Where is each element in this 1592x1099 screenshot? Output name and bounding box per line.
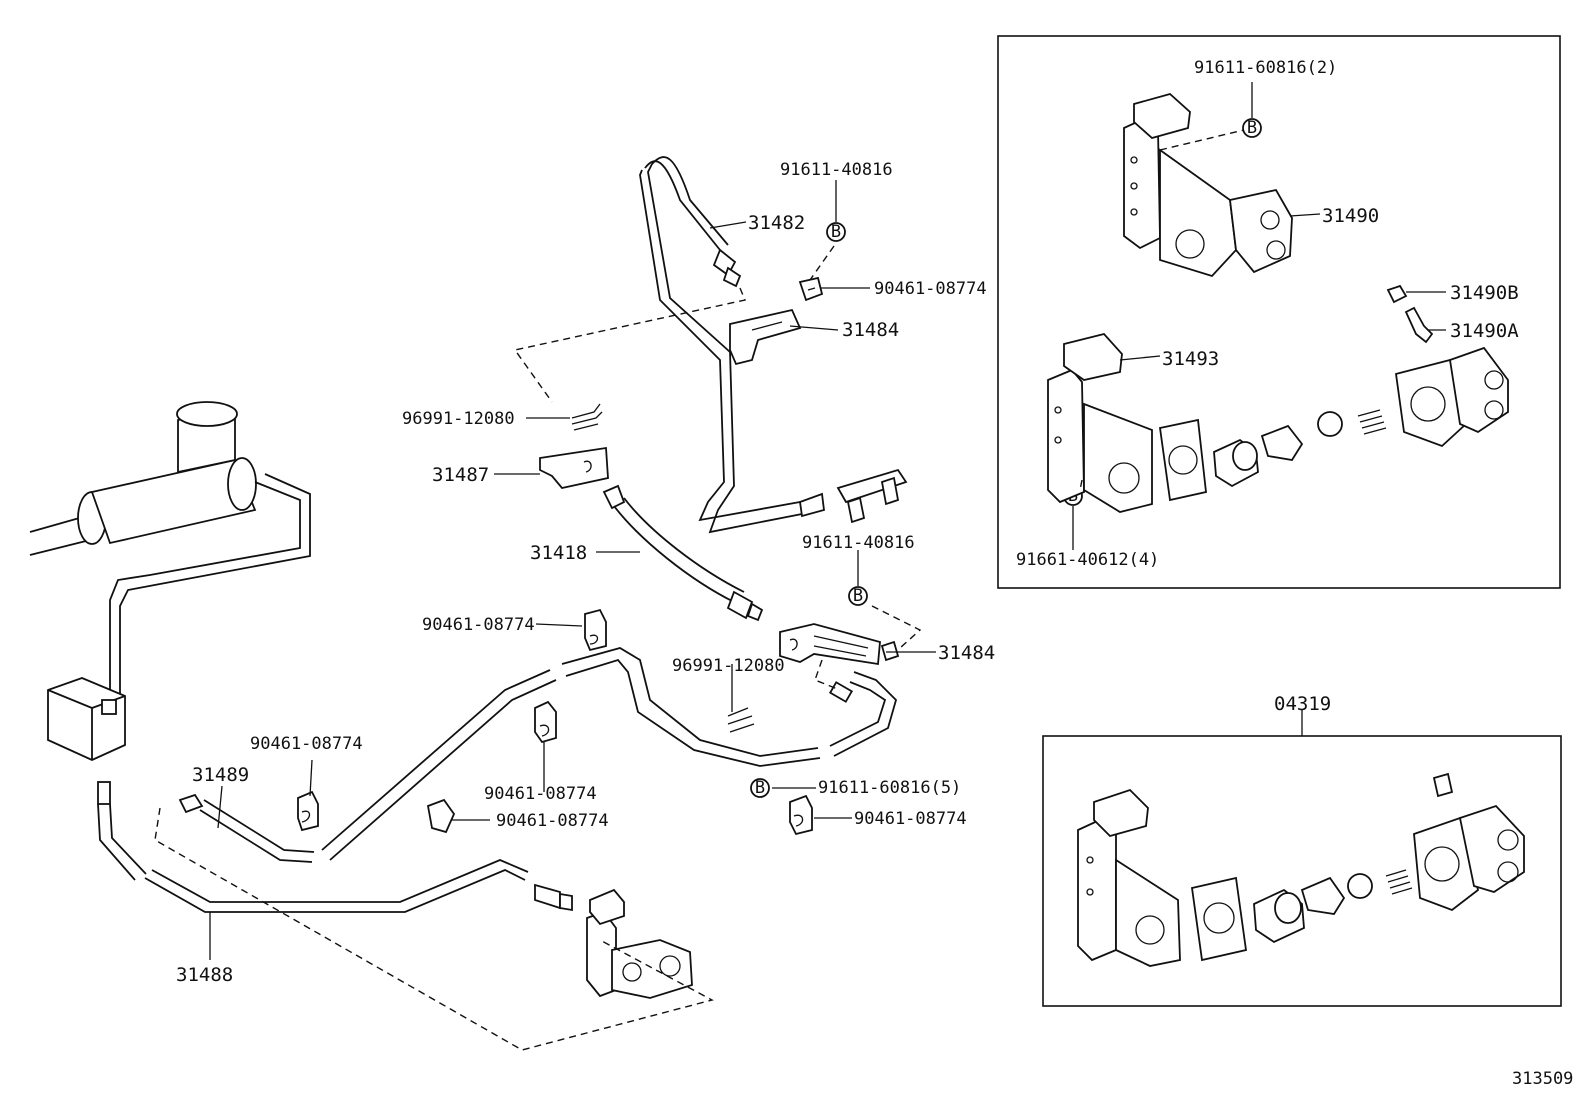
reference-number: 313509 — [1512, 1069, 1573, 1089]
kit-cylinder — [1413, 772, 1525, 912]
hose-31488 — [97, 781, 573, 913]
dashed-leader-bolt-mid — [871, 605, 922, 649]
bolt-marker-inset-top: B — [1242, 118, 1262, 138]
label-31490: 31490 — [1322, 205, 1379, 227]
svg-text:B: B — [1247, 118, 1257, 138]
reservoir-assembly — [29, 401, 311, 761]
kit-spring — [1385, 869, 1413, 895]
label-31484-top: 31484 — [842, 319, 899, 341]
assembly-31493 — [1047, 332, 1153, 513]
bolt-marker-lower: B — [750, 778, 770, 798]
label-91611-40816-mid: 91611-40816 — [802, 533, 915, 553]
label-96991-12080-mid: 96991-12080 — [672, 656, 785, 676]
kit-cup — [1300, 876, 1346, 915]
label-31489: 31489 — [192, 764, 249, 786]
label-31482: 31482 — [748, 212, 805, 234]
clamp-b — [534, 700, 557, 744]
spring-inset — [1357, 409, 1387, 435]
kit-seal — [1347, 873, 1373, 899]
seal-inset — [1317, 411, 1343, 437]
clip-96991-left — [571, 403, 603, 431]
label-31493: 31493 — [1162, 348, 1219, 370]
inset-box-31490 — [997, 35, 1561, 589]
label-31484-mid: 31484 — [938, 642, 995, 664]
dashed-group-lower — [154, 807, 714, 1051]
label-90461-08774-a: 90461-08774 — [422, 615, 535, 635]
label-90461-08774-c: 90461-08774 — [250, 734, 363, 754]
label-91611-40816-top: 91611-40816 — [780, 160, 893, 180]
tee-joint — [836, 468, 908, 524]
piston-cup-inset — [1260, 424, 1304, 461]
dashed-leader-inset-bottom — [1079, 479, 1083, 491]
label-31418: 31418 — [530, 542, 587, 564]
label-31490B: 31490B — [1450, 282, 1519, 304]
svg-text:B: B — [831, 222, 841, 242]
cylinder-body-inset — [1394, 346, 1509, 448]
label-91611-60816-2: 91611-60816(2) — [1194, 58, 1337, 78]
bleeder-31490A — [1404, 306, 1434, 344]
bolt-marker-top: B — [826, 222, 846, 242]
hose-31489 — [178, 647, 898, 863]
hose-31418 — [602, 484, 764, 622]
bracket-31484-top — [729, 276, 824, 366]
label-91661-40612-4: 91661-40612(4) — [1016, 550, 1159, 570]
label-31490A: 31490A — [1450, 320, 1519, 342]
bolt-marker-mid: B — [848, 586, 868, 606]
clamp-a — [584, 608, 607, 652]
clamp-c — [297, 790, 319, 832]
leader-lines — [209, 82, 1446, 960]
dashed-leader-bracket-mid — [814, 659, 841, 691]
dashed-leader-inset-top — [1159, 129, 1245, 151]
label-90461-08774-b: 90461-08774 — [484, 784, 597, 804]
svg-text:B: B — [853, 586, 863, 606]
label-90461-08774-top: 90461-08774 — [874, 279, 987, 299]
label-96991-12080-left: 96991-12080 — [402, 409, 515, 429]
clutch-cylinder-small — [586, 888, 693, 999]
label-04319: 04319 — [1274, 693, 1331, 715]
bracket-31484-mid — [779, 623, 900, 666]
dashed-leader-bolt-top — [809, 245, 835, 281]
clip-96991-mid — [727, 707, 755, 733]
clamp-d — [426, 798, 456, 834]
kit-piston — [1253, 888, 1305, 944]
dashed-leader-31482 — [513, 287, 746, 403]
bracket-31487 — [539, 446, 609, 489]
clamp-e — [789, 794, 813, 836]
piston-inset — [1213, 438, 1259, 488]
label-90461-08774-d: 90461-08774 — [496, 811, 609, 831]
small-cap-31490B — [1386, 284, 1408, 304]
svg-text:B: B — [755, 778, 765, 798]
label-31487: 31487 — [432, 464, 489, 486]
kit-gasket — [1190, 876, 1248, 962]
pipe-31482 — [639, 156, 825, 534]
label-31488: 31488 — [176, 964, 233, 986]
kit-bracket — [1077, 788, 1181, 967]
label-91611-60816-5: 91611-60816(5) — [818, 778, 961, 798]
label-90461-08774-e: 90461-08774 — [854, 809, 967, 829]
gasket-inset — [1158, 418, 1207, 502]
assembly-31490 — [1123, 93, 1293, 278]
